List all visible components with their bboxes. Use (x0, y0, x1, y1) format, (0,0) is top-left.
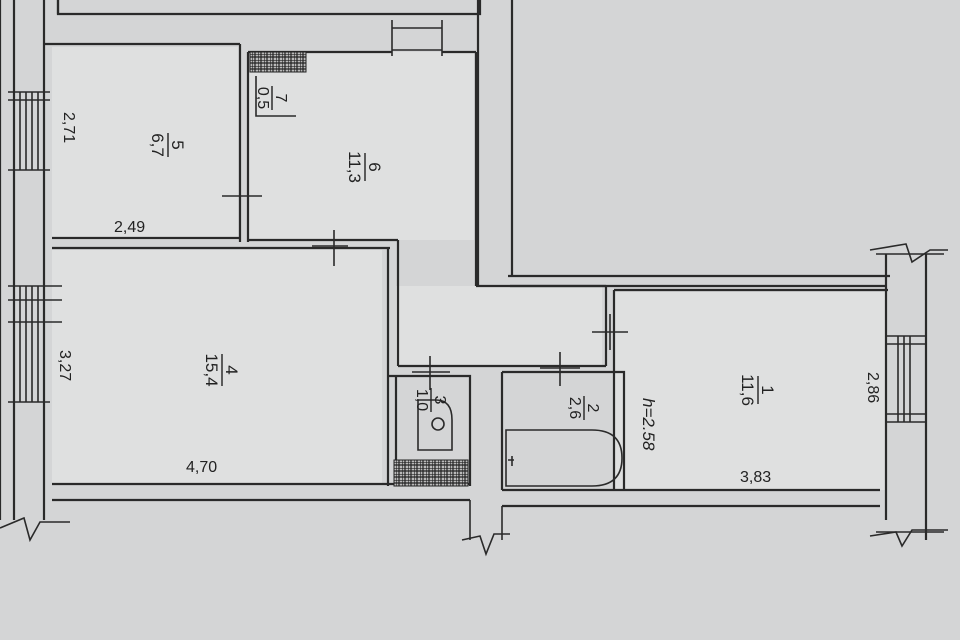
room-number: 5 (168, 140, 187, 149)
room-area: 1,0 (413, 389, 430, 411)
room-number: 1 (758, 385, 777, 394)
room-area: 0,5 (254, 87, 271, 109)
dimension-room1-width: 3,83 (740, 469, 771, 486)
ceiling-height-label: h=2.58 (639, 398, 658, 451)
room-area: 2,6 (566, 397, 583, 419)
room-label-4: 4 15,4 (202, 353, 241, 386)
room-area: 15,4 (202, 353, 221, 386)
dimension-room5-depth: 2,71 (60, 112, 77, 143)
fixtures (417, 399, 623, 487)
room-number: 3 (431, 396, 448, 405)
room-number: 4 (222, 365, 241, 374)
room-area: 6,7 (148, 133, 167, 157)
toilet (417, 399, 453, 451)
dimension-room5-width: 2,49 (114, 219, 145, 236)
room-number: 7 (272, 94, 289, 103)
interior-walls (44, 20, 888, 490)
room-label-2: 2 2,6 (566, 396, 601, 420)
room-label-6: 6 11,3 (345, 151, 384, 183)
dimension-room4-depth: 3,27 (56, 350, 73, 381)
hatched-blocks (249, 51, 469, 487)
room-number: 6 (365, 162, 384, 171)
room-area: 11,3 (345, 151, 364, 183)
room-label-7: 7 0,5 (254, 86, 289, 110)
room-label-5: 5 6,7 (148, 133, 187, 157)
room-number: 2 (584, 404, 601, 413)
room-fills (52, 47, 886, 490)
dimension-room1-depth: 2,86 (864, 372, 881, 403)
room-label-3: 3 1,0 (413, 388, 448, 412)
room-label-1: 1 11,6 (738, 374, 777, 406)
bathtub (505, 429, 623, 487)
dimension-room4-width: 4,70 (186, 459, 217, 476)
outer-walls (0, 0, 948, 557)
room-area: 11,6 (738, 374, 757, 406)
